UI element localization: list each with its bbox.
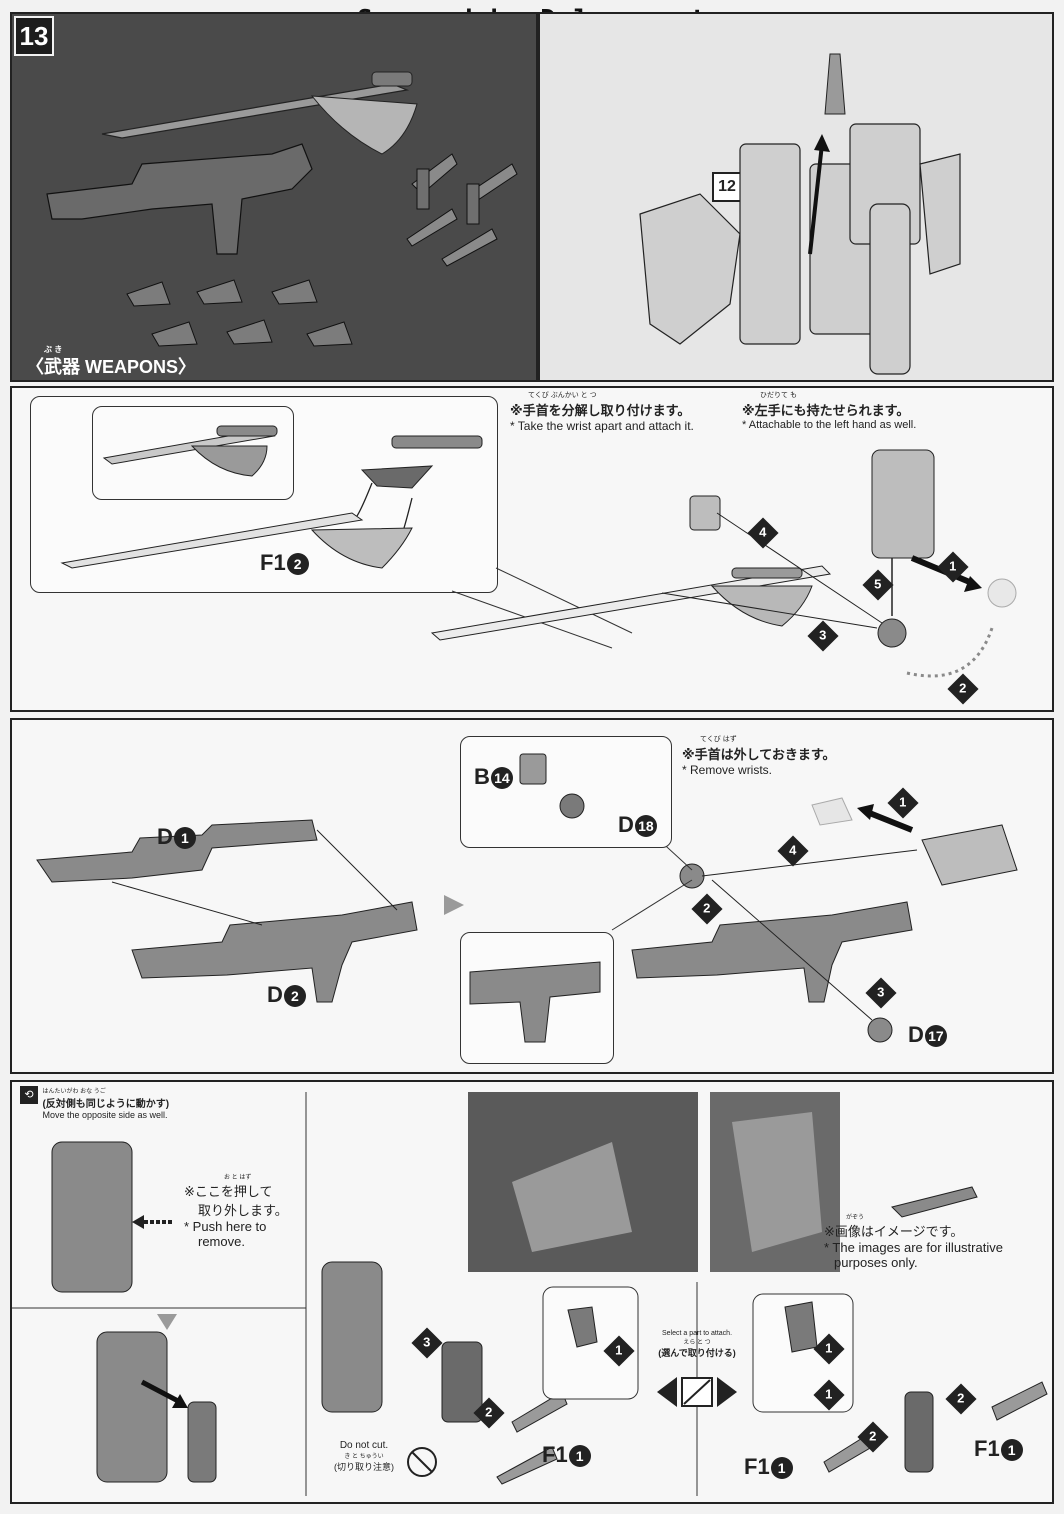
donotcut-jp: (切り取り注意): [334, 1462, 394, 1472]
part-f1-text: F1: [260, 550, 286, 575]
part-b14-text: B: [474, 764, 490, 789]
part-d1-text: D: [157, 824, 173, 849]
part-f1-left-num: 1: [770, 1457, 793, 1480]
part-d1-num: 1: [173, 827, 196, 850]
push-jp-2: 取り外します。: [198, 1203, 288, 1218]
shoulder-right-step-2-num: 2: [957, 1390, 965, 1406]
part-d18-text: D: [618, 812, 634, 837]
shoulder-illustration: [12, 1092, 1048, 1496]
move-jp: (反対側も同じように動かす): [42, 1099, 170, 1110]
part-f1-center-num: 1: [568, 1445, 591, 1468]
sword-assembly-panel: てくび ぶんかい と つ ※手首を分解し取り付けます。 * Take the w…: [10, 386, 1054, 712]
part-d2-num: 2: [283, 985, 306, 1008]
rifle-step-3-num: 3: [877, 984, 885, 1000]
rifle-grip-detail: [469, 961, 601, 1043]
step-3-num: 3: [819, 627, 827, 643]
push-here-note: お と はず ※ここを押して 取り外します。 * Push here to re…: [184, 1172, 288, 1249]
step-number-13: 13: [14, 16, 54, 56]
rifle-step-2-num: 2: [703, 900, 711, 916]
part-d17-num: 17: [924, 1025, 947, 1048]
illustrative-images-note: がぞう ※画像はイメージです。 * The images are for ill…: [824, 1212, 1003, 1270]
sword-weapon-illustration: [46, 71, 518, 347]
shoulder-right-step-1b-num: 1: [825, 1386, 833, 1402]
part-f1-right-text: F1: [974, 1436, 1000, 1461]
image-jp: ※画像はイメージです。: [824, 1224, 964, 1239]
shoulder-right-step-2b-num: 2: [869, 1428, 877, 1444]
part-d2-text: D: [267, 982, 283, 1007]
push-en-1: * Push here to: [184, 1219, 267, 1234]
part-d18-num: 18: [634, 815, 657, 838]
rifle-step-4-num: 4: [789, 842, 797, 858]
note2-jp: ※左手にも持たせられます。: [742, 403, 910, 418]
image-en-2: purposes only.: [834, 1255, 918, 1270]
sword-assembly-illustration: [60, 425, 1017, 678]
move-icon: ⟲: [20, 1086, 38, 1104]
rifle-step-1-num: 1: [899, 794, 907, 810]
step-4-num: 4: [759, 524, 767, 540]
move-ruby: はんたいがわ おな うご: [42, 1089, 106, 1095]
note1-ruby: てくび ぶんかい と つ: [528, 392, 597, 399]
remove-wrists-en: * Remove wrists.: [682, 763, 773, 777]
part-f1-center-text: F1: [542, 1442, 568, 1467]
push-jp-1: ※ここを押して: [184, 1184, 273, 1199]
donotcut-ruby: き と ちゅうい: [344, 1454, 384, 1460]
part-f1-left-text: F1: [744, 1454, 770, 1479]
shoulder-right-step-1-num: 1: [825, 1340, 833, 1356]
shoulder-step-3-num: 3: [423, 1334, 431, 1350]
select-part-note: Select a part to attach. えら と つ (選んで取り付け…: [652, 1330, 742, 1359]
part-f1-right-num: 1: [1000, 1439, 1023, 1462]
weapons-title: ぶ き 〈武器 WEAPONS〉: [26, 344, 196, 379]
select-jp: (選んで取り付ける): [658, 1348, 736, 1358]
donotcut-en: Do not cut.: [339, 1440, 389, 1451]
step-1-num: 1: [949, 558, 957, 574]
note2-en: * Attachable to the left hand as well.: [742, 419, 917, 431]
note2-ruby: ひだりて も: [760, 392, 797, 399]
push-en-2: remove.: [198, 1234, 245, 1249]
select-ruby: えら と つ: [683, 1340, 711, 1346]
part-num-2: 2: [286, 553, 309, 576]
note1-jp: ※手首を分解し取り付けます。: [510, 403, 691, 418]
note1-en: * Take the wrist apart and attach it.: [510, 419, 694, 433]
shoulder-parts-panel: ⟲ はんたいがわ おな うご (反対側も同じように動かす) Move the o…: [10, 1080, 1054, 1504]
wrist-remove-detail: [519, 753, 585, 819]
part-d17-text: D: [908, 1022, 924, 1047]
step-2-num: 2: [959, 680, 967, 696]
remove-wrists-note: てくび はず ※手首は外しておきます。 * Remove wrists.: [682, 734, 836, 777]
image-en-1: * The images are for illustrative: [824, 1240, 1003, 1255]
select-en: Select a part to attach.: [661, 1330, 733, 1337]
rifle-assembly-illustration: [36, 797, 1018, 1043]
move-en: Move the opposite side as well.: [42, 1110, 168, 1120]
image-ruby: がぞう: [846, 1215, 865, 1221]
weapons-ruby: ぶ き: [44, 345, 63, 354]
remove-wrists-jp: ※手首は外しておきます。: [682, 747, 836, 762]
robot-back-illustration: [639, 53, 961, 375]
part-b14-num: 14: [490, 767, 513, 790]
step-5-num: 5: [874, 576, 882, 592]
sword-note-1: てくび ぶんかい と つ ※手首を分解し取り付けます。 * Take the w…: [510, 390, 694, 433]
remove-wrists-ruby: てくび はず: [700, 736, 737, 743]
shoulder-step-2-num: 2: [485, 1404, 493, 1420]
push-ruby: お と はず: [224, 1175, 252, 1181]
sword-note-2: ひだりて も ※左手にも持たせられます。 * Attachable to the…: [742, 390, 916, 431]
shoulder-step-1-num: 1: [615, 1342, 623, 1358]
move-opposite-note: ⟲ はんたいがわ おな うご (反対側も同じように動かす) Move the o…: [20, 1086, 169, 1120]
weapons-label: 〈武器 WEAPONS〉: [26, 357, 197, 377]
step13-weapons-panel: 13 ぶ き 〈武器 WEAPONS〉: [10, 12, 538, 382]
step13-robot-panel: 12: [538, 12, 1054, 382]
do-not-cut-note: Do not cut. き と ちゅうい (切り取り注意): [334, 1440, 394, 1473]
